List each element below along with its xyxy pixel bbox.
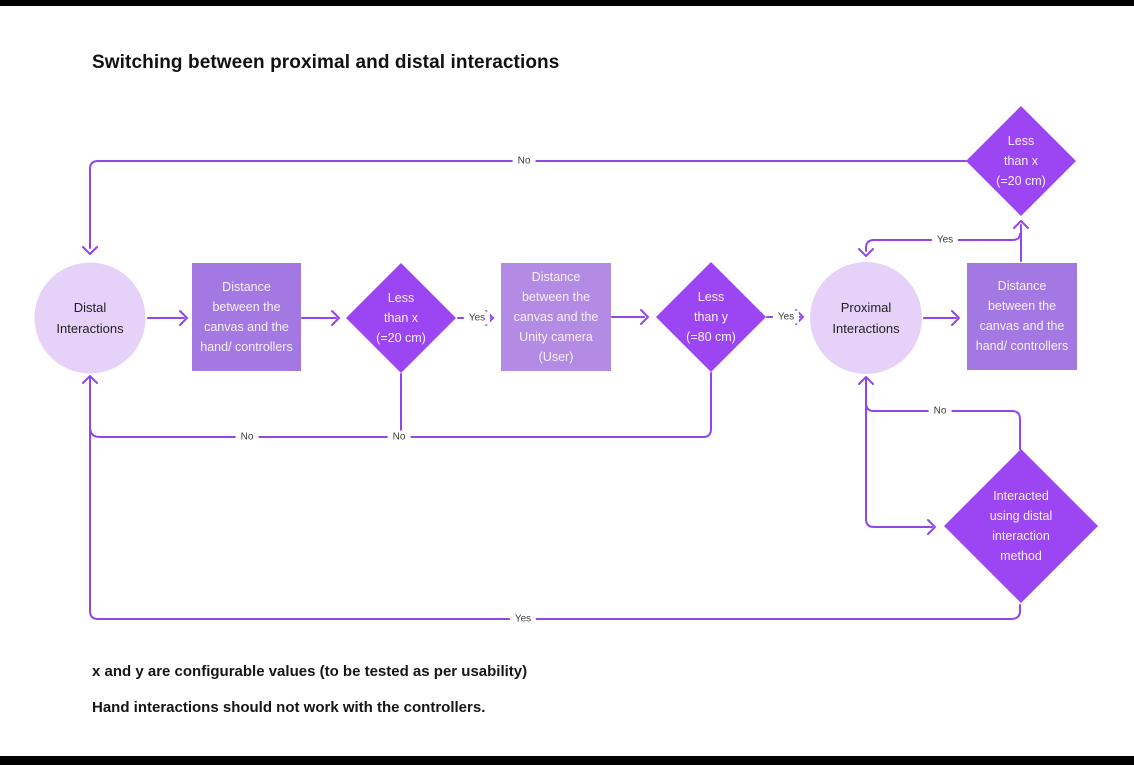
arrowhead-up-icon — [1013, 220, 1029, 229]
page-title: Switching between proximal and distal in… — [92, 52, 560, 73]
node-distal-interactions-circle — [34, 262, 146, 374]
arrowhead-right-icon — [331, 310, 340, 326]
footnote-configurable-values: x and y are configurable values (to be t… — [92, 663, 528, 680]
edge-label-yes-bottom: Yes — [509, 612, 537, 626]
arrowhead-up-icon — [858, 376, 874, 385]
edge-label-no-mid-right: No — [387, 430, 411, 444]
arrowhead-down-icon — [82, 246, 98, 255]
node-distance-hand-right-rect — [967, 263, 1077, 370]
edge-label-no-mid-left: No — [235, 430, 259, 444]
edge-label-yes-lessx: Yes — [463, 311, 491, 325]
edge-label-yes-top-right: Yes — [931, 233, 959, 247]
arrowhead-up-icon — [82, 375, 98, 384]
edge-lessx-top-no-to-distal — [89, 160, 967, 249]
bottom-frame-bar — [0, 756, 1134, 765]
arrowhead-right-icon — [179, 310, 188, 326]
arrowhead-right-icon — [951, 310, 960, 326]
footnote-hand-interactions: Hand interactions should not work with t… — [92, 699, 486, 716]
edge-lessy-no-to-distal — [89, 372, 712, 438]
edge-bottom-yes-loop — [89, 377, 1021, 620]
node-less-than-y-diamond — [656, 262, 766, 372]
edge-label-no-right: No — [928, 404, 952, 418]
arrowhead-right-icon — [640, 309, 649, 325]
nodes — [34, 106, 1098, 603]
edge-label-no-top: No — [512, 154, 536, 168]
node-distance-camera-rect — [501, 263, 611, 371]
arrowhead-right-icon — [927, 519, 936, 535]
edges — [82, 160, 1029, 620]
arrowhead-down-icon — [858, 248, 874, 257]
node-interacted-distal-diamond — [944, 449, 1098, 603]
node-less-than-x-mid-diamond — [346, 263, 456, 373]
edge-label-yes-lessy: Yes — [772, 310, 800, 324]
edge-proximal-to-interacted — [865, 377, 933, 528]
edge-lessx-top-yes-to-proximal — [865, 233, 1021, 252]
node-distance-hand-left-rect — [192, 263, 301, 371]
top-frame-bar — [0, 0, 1134, 6]
node-less-than-x-top-diamond — [966, 106, 1076, 216]
node-proximal-interactions-circle — [810, 262, 922, 374]
